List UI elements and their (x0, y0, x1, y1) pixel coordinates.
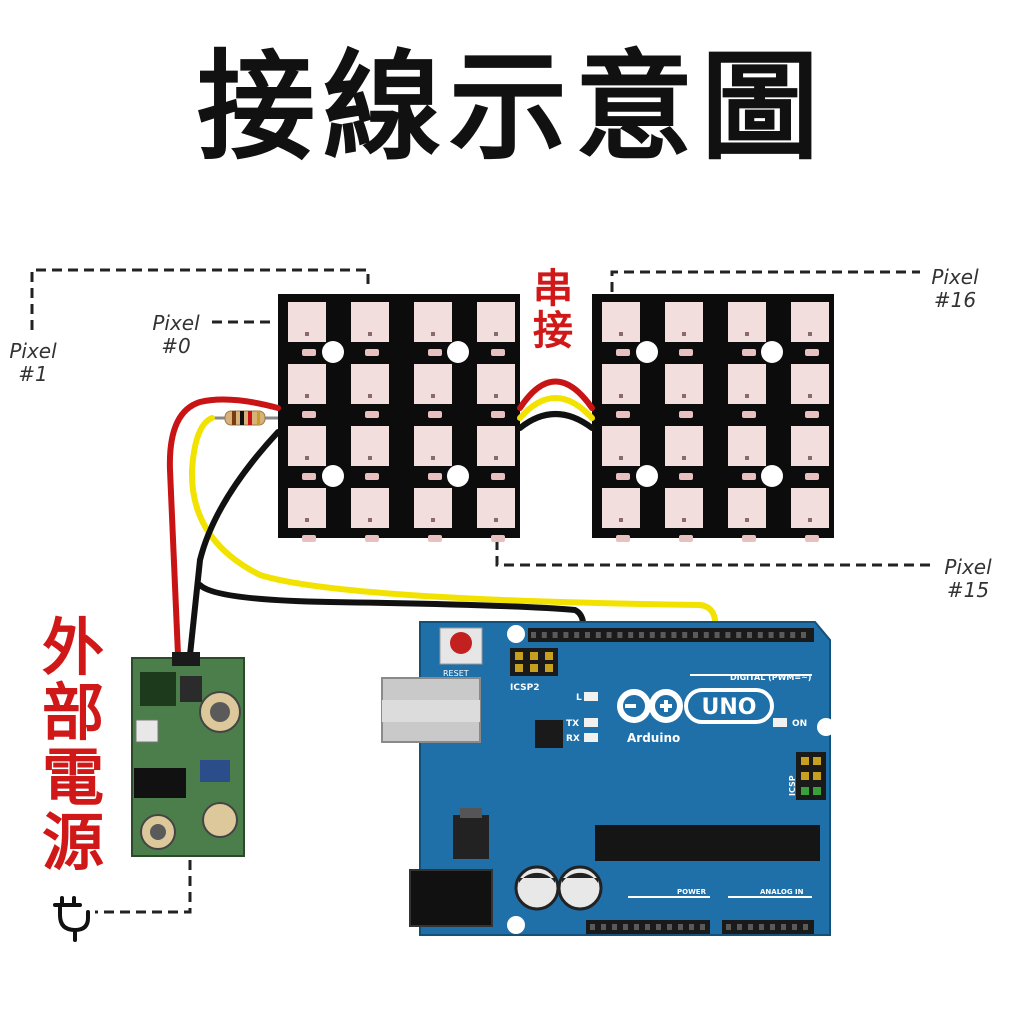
pixel-0-word: Pixel (152, 311, 200, 335)
model-label: UNO (702, 695, 757, 720)
panel-mount-hole (447, 465, 469, 487)
panel-mount-hole (636, 341, 658, 363)
pixel-1-label: Pixel #1 (6, 340, 60, 386)
pixel-0-label: Pixel #0 (148, 312, 204, 358)
led-rx-label: RX (566, 734, 580, 744)
panel-mount-hole (322, 465, 344, 487)
led-pixel (791, 426, 829, 480)
led-pixel (791, 488, 829, 542)
led-pixel (602, 426, 640, 480)
series-wire-black (517, 411, 595, 431)
external-power-char-4: 源 (42, 806, 105, 880)
resistor (212, 410, 278, 426)
led-pixel (477, 364, 515, 418)
led-pixel (728, 426, 766, 480)
led-pixel (351, 488, 389, 542)
arduino-uno-board (381, 621, 835, 936)
wire-data-yellow (188, 415, 719, 635)
leader-pixel-1 (30, 268, 370, 330)
analog-label: ANALOG IN (760, 888, 804, 896)
external-power-char-3: 電 (42, 741, 105, 815)
panel-mount-hole (636, 465, 658, 487)
page-title: 接線示意圖 (196, 38, 827, 176)
led-pixel (665, 488, 703, 542)
leader-lines (30, 268, 935, 914)
power-supply-module (131, 652, 245, 857)
led-pixel (791, 364, 829, 418)
series-connect-char-2: 接 (533, 308, 573, 354)
led-pixel (477, 302, 515, 356)
wire-power-red (166, 396, 281, 658)
pixel-1-word: Pixel (9, 339, 57, 363)
pixel-1-index: #1 (18, 362, 48, 386)
led-pixel (288, 302, 326, 356)
pixel-15-word: Pixel (944, 555, 992, 579)
series-wires (517, 378, 595, 431)
led-pixel (414, 364, 452, 418)
external-power-label: 外 部 電 源 (42, 615, 104, 875)
external-power-char-1: 外 (42, 611, 105, 684)
main-wires (166, 396, 719, 658)
led-pixel (602, 488, 640, 542)
pixel-15-label: Pixel #15 (938, 556, 998, 602)
led-tx-label: TX (566, 719, 579, 729)
led-pixel (351, 364, 389, 418)
led-panel-right (592, 294, 834, 542)
led-pixel (728, 488, 766, 542)
external-power-char-2: 部 (42, 676, 105, 750)
wire-gnd-arduino (197, 582, 587, 635)
power-plug-icon (53, 896, 90, 942)
pixel-16-label: Pixel #16 (925, 266, 985, 312)
panel-mount-hole (322, 341, 344, 363)
pixel-15-index: #15 (946, 578, 990, 602)
led-pixel (414, 426, 452, 480)
led-pixel (351, 426, 389, 480)
led-panel-left (278, 294, 520, 542)
icsp-label: ICSP (788, 775, 797, 796)
pixel-16-word: Pixel (931, 265, 979, 289)
icsp2-label: ICSP2 (510, 683, 539, 693)
led-pixel (477, 426, 515, 480)
led-pixel (288, 488, 326, 542)
panel-mount-hole (447, 341, 469, 363)
led-pixel (414, 488, 452, 542)
pixel-16-index: #16 (933, 288, 977, 312)
led-pixel (728, 364, 766, 418)
led-pixel (602, 302, 640, 356)
series-connect-char-1: 串 (533, 266, 573, 312)
panel-mount-hole (761, 341, 783, 363)
leader-pixel-15 (495, 540, 935, 567)
led-pixel (414, 302, 452, 356)
led-panels (278, 294, 834, 542)
panel-mount-hole (761, 465, 783, 487)
digital-label: DIGITAL (PWM=~) (730, 673, 811, 682)
power-label: POWER (677, 888, 707, 896)
series-wire-yellow (517, 395, 595, 421)
board-text: RESET ICSP2 DIGITAL (PWM=~) L TX RX ON A… (443, 669, 811, 896)
led-pixel (728, 302, 766, 356)
leader-pixel-16 (610, 270, 920, 292)
led-pixel (288, 364, 326, 418)
led-pixel (665, 426, 703, 480)
led-pixel (351, 302, 389, 356)
led-pixel (665, 364, 703, 418)
series-connect-label: 串 接 (533, 268, 573, 352)
led-on-label: ON (792, 719, 807, 729)
led-pixel (288, 426, 326, 480)
led-pixel (477, 488, 515, 542)
led-l-label: L (576, 693, 582, 703)
pixel-0-index: #0 (161, 334, 191, 358)
led-pixel (665, 302, 703, 356)
reset-label: RESET (443, 669, 469, 678)
wire-gnd-black (187, 429, 281, 658)
led-pixel (791, 302, 829, 356)
brand-label: Arduino (627, 731, 680, 745)
leader-power-cord (95, 860, 192, 914)
led-pixel (602, 364, 640, 418)
series-wire-red (517, 378, 595, 411)
